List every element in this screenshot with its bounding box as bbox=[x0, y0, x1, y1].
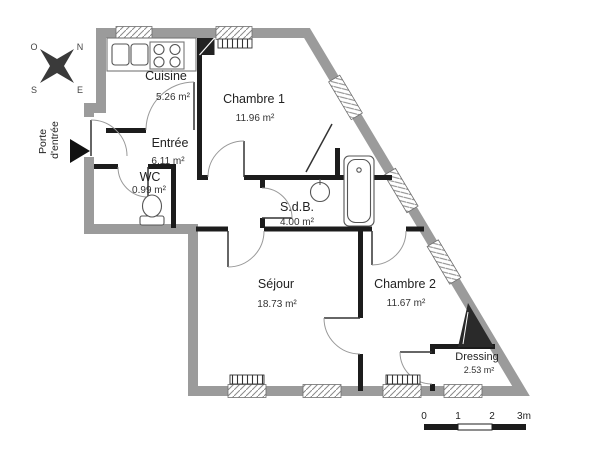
svg-text:18.73 m²: 18.73 m² bbox=[257, 299, 297, 310]
toilet bbox=[139, 194, 165, 226]
stove bbox=[149, 41, 185, 70]
window-diagonal-1 bbox=[328, 74, 363, 121]
svg-text:Chambre 1: Chambre 1 bbox=[223, 92, 285, 106]
room-label-dressing: Dressing 2.53 m² bbox=[455, 351, 498, 375]
sejour-door-arc bbox=[227, 230, 265, 268]
window-chambre1-top bbox=[215, 26, 253, 40]
cuisine-door-arc bbox=[145, 81, 195, 131]
svg-text:11.96 m²: 11.96 m² bbox=[236, 113, 275, 124]
window-chambre2-2 bbox=[443, 384, 483, 398]
entrance-label-line2: d'entrée bbox=[49, 121, 61, 159]
sdb-door-arc bbox=[261, 187, 293, 219]
room-label-chambre1: Chambre 1 11.96 m² bbox=[223, 92, 285, 124]
entrance-arrow-icon bbox=[70, 139, 90, 163]
svg-text:2.53 m²: 2.53 m² bbox=[464, 365, 495, 375]
kitchen-counter bbox=[106, 37, 197, 72]
corner-closet bbox=[458, 303, 494, 347]
window-diagonal-2 bbox=[383, 167, 419, 214]
svg-text:5.26 m²: 5.26 m² bbox=[156, 92, 191, 103]
radiator-chambre1 bbox=[217, 38, 253, 49]
svg-text:0.99 m²: 0.99 m² bbox=[132, 185, 167, 196]
room-label-sdb: S.d.B. 4.00 m² bbox=[280, 200, 315, 228]
room-label-entree: Entrée 6.11 m² bbox=[151, 136, 188, 167]
entrance-annotation: Porte d'entrée bbox=[37, 121, 90, 163]
scale-bar: 0 1 2 3m bbox=[421, 411, 531, 431]
compass-s: S bbox=[31, 85, 37, 95]
bathtub bbox=[343, 155, 375, 227]
svg-text:11.67 m²: 11.67 m² bbox=[387, 298, 426, 309]
kitchen-sink-basin-2 bbox=[130, 43, 149, 66]
outer-walls bbox=[83, 28, 530, 396]
entry-door-arc bbox=[90, 119, 128, 157]
svg-text:WC: WC bbox=[140, 170, 161, 184]
chambre2-door-arc bbox=[371, 230, 407, 266]
sejour-chambre2-door-arc bbox=[323, 317, 361, 355]
scale-tick-0: 0 bbox=[421, 411, 427, 422]
entry-door-opening bbox=[83, 117, 95, 157]
room-label-cuisine: Cuisine 5.26 m² bbox=[145, 69, 190, 103]
fixtures bbox=[106, 37, 494, 347]
svg-text:4.00 m²: 4.00 m² bbox=[280, 217, 315, 228]
room-label-wc: WC 0.99 m² bbox=[132, 170, 167, 196]
room-label-sejour: Séjour 18.73 m² bbox=[257, 277, 297, 310]
flue-mark bbox=[199, 37, 215, 56]
scale-tick-3: 3m bbox=[517, 411, 531, 422]
radiator-chambre2 bbox=[385, 374, 421, 385]
svg-text:Entrée: Entrée bbox=[152, 136, 189, 150]
compass-n: N bbox=[77, 42, 84, 52]
window-sejour-2 bbox=[302, 384, 342, 398]
entrance-label-line1: Porte bbox=[37, 129, 49, 154]
svg-text:Séjour: Séjour bbox=[258, 277, 294, 291]
window-diagonal-3 bbox=[426, 239, 462, 285]
room-label-chambre2: Chambre 2 11.67 m² bbox=[374, 277, 436, 309]
compass-e: E bbox=[77, 85, 83, 95]
scale-tick-2: 2 bbox=[489, 411, 495, 422]
chambre1-door-arc bbox=[207, 140, 245, 178]
svg-text:S.d.B.: S.d.B. bbox=[280, 200, 314, 214]
doors bbox=[90, 81, 433, 385]
closet-door-leaf bbox=[305, 123, 333, 173]
washbasin bbox=[309, 179, 331, 203]
radiator-sejour bbox=[229, 374, 265, 385]
compass-o: O bbox=[30, 42, 37, 52]
kitchen-sink-basin-1 bbox=[111, 43, 130, 66]
svg-text:Dressing: Dressing bbox=[455, 351, 498, 363]
svg-text:6.11 m²: 6.11 m² bbox=[151, 156, 185, 167]
windows bbox=[115, 26, 483, 398]
scale-tick-1: 1 bbox=[455, 411, 461, 422]
wc-door-arc bbox=[117, 166, 149, 198]
window-chambre2-1 bbox=[382, 384, 422, 398]
radiators bbox=[217, 38, 421, 385]
svg-text:Porte d'entrée: Porte d'entrée bbox=[37, 121, 61, 159]
compass-rose-icon: N O S E bbox=[30, 42, 83, 95]
svg-text:Cuisine: Cuisine bbox=[145, 69, 187, 83]
svg-text:Chambre 2: Chambre 2 bbox=[374, 277, 436, 291]
window-sejour-1 bbox=[227, 384, 267, 398]
